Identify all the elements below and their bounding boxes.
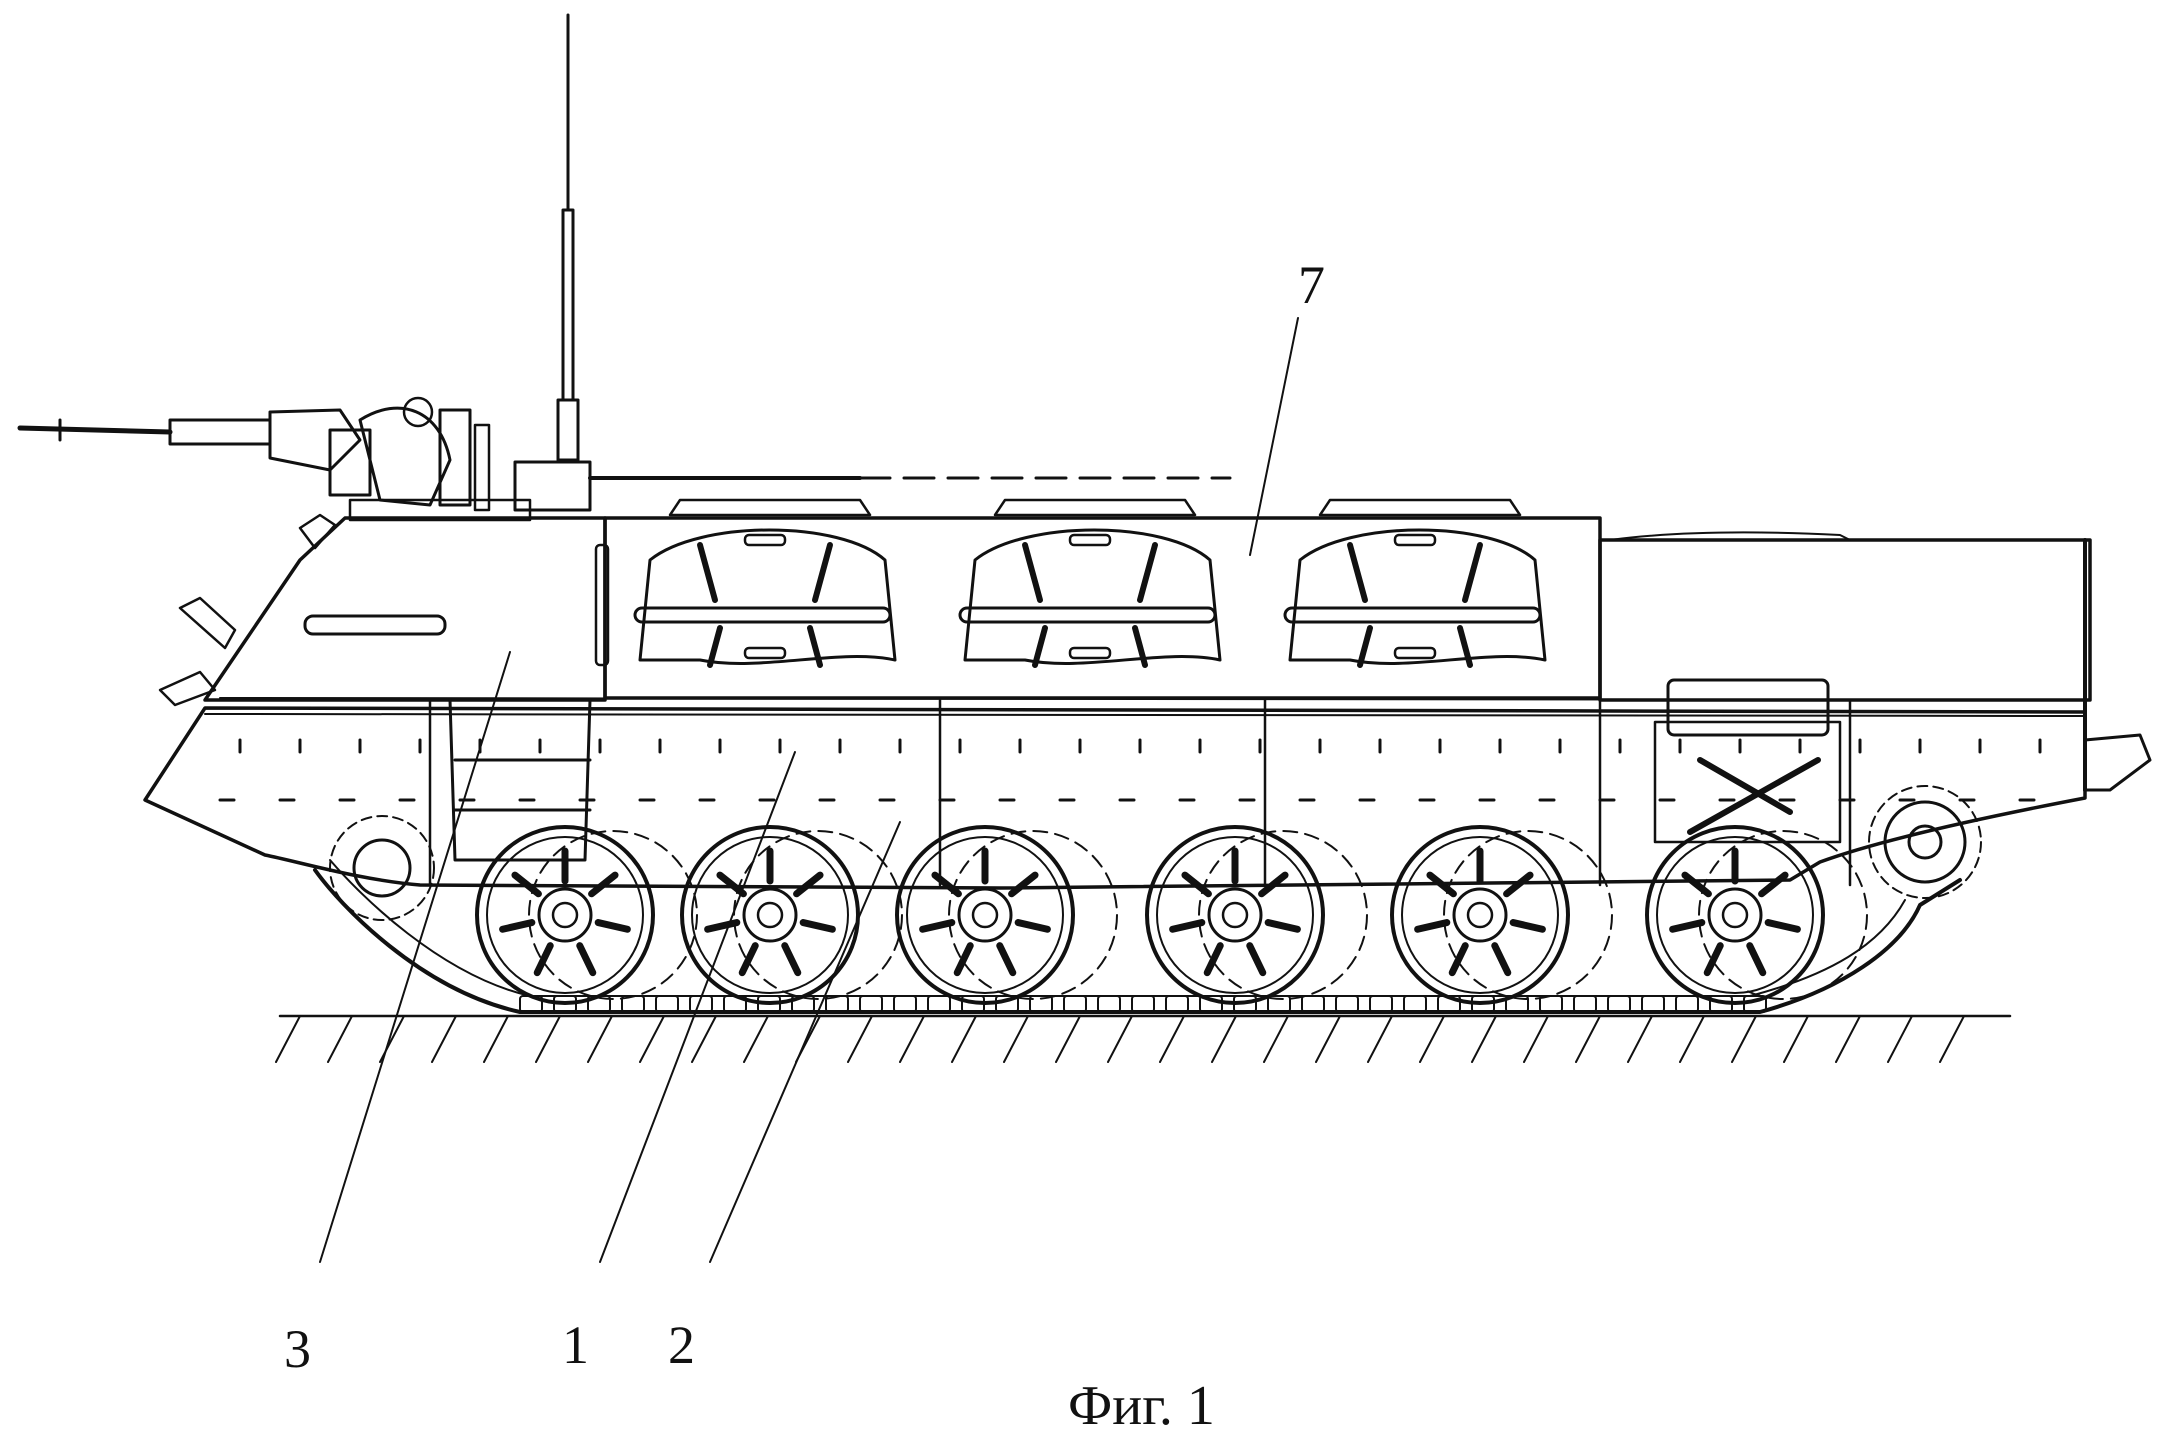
callout-label-3: 3: [284, 1319, 311, 1379]
front-idler: [329, 815, 435, 921]
leader-lines: [319, 317, 1299, 1263]
hull-lower-side: [143, 697, 2087, 890]
roof-hatch-3: [1283, 498, 1547, 668]
road-wheel-2: [680, 825, 903, 1005]
front-hull: [203, 516, 610, 702]
road-wheels: [475, 825, 1868, 1005]
callout-label-7: 7: [1298, 255, 1325, 315]
rear-engine-deck: [1598, 531, 2152, 844]
road-wheel-3: [895, 825, 1118, 1005]
road-wheel-1: [475, 825, 698, 1005]
callout-label-1: 1: [562, 1315, 589, 1375]
road-wheel-6: [1645, 825, 1868, 1005]
roof-hatch-2: [958, 498, 1222, 668]
front-fittings: [158, 513, 592, 862]
road-wheel-5: [1390, 825, 1613, 1005]
ground-hatching: [275, 1014, 2012, 1063]
callout-label-2: 2: [668, 1315, 695, 1375]
roof-hatch-1: [633, 498, 897, 668]
weapon-station: [17, 396, 1232, 522]
figure-caption: Фиг. 1: [1068, 1375, 1215, 1437]
antenna: [556, 13, 580, 462]
troop-compartment: [603, 498, 1602, 700]
road-wheel-4: [1145, 825, 1368, 1005]
